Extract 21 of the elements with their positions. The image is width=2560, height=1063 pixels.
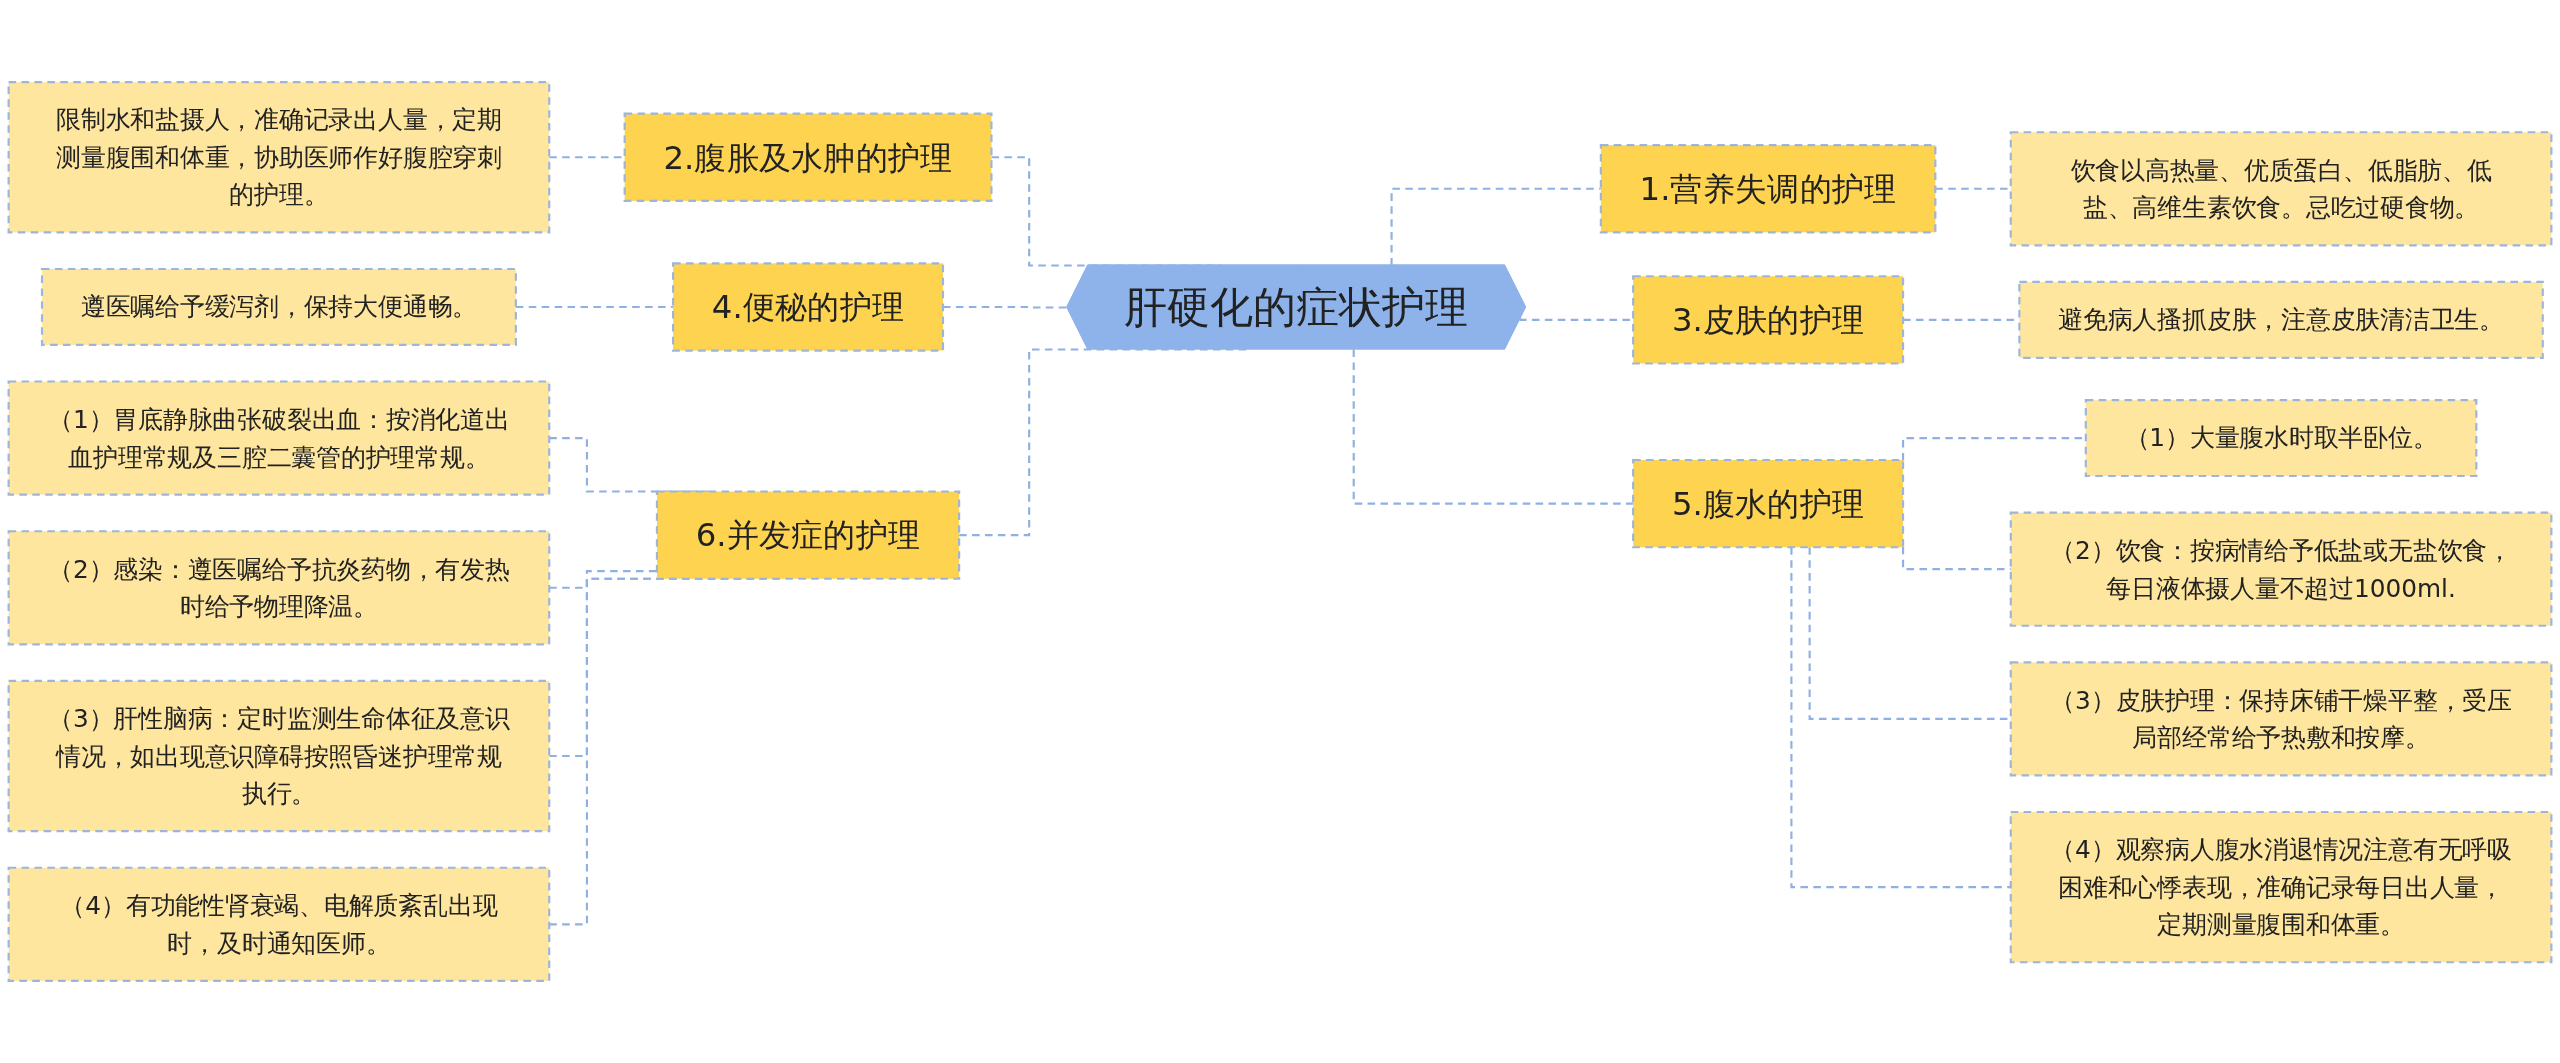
node-box: 3.皮肤的护理 [1632,275,1905,365]
node-box: 2.腹胀及水肿的护理 [623,112,993,202]
node-box: 1.营养失调的护理 [1599,144,1937,234]
node-box: 限制水和盐摄人，准确记录出人量，定期测量腹围和体重，协助医师作好腹腔穿刺的护理。 [7,81,551,234]
node-box: （3）皮肤护理：保持床铺干燥平整，受压局部经常给予热敷和按摩。 [2009,661,2553,777]
node-box: 避免病人搔抓皮肤，注意皮肤清洁卫生。 [2018,280,2544,359]
node-box: 4.便秘的护理 [672,262,945,352]
connector [1790,547,2011,889]
node-box: （2）饮食：按病情给予低盐或无盐饮食，每日液体摄人量不超过1000ml. [2009,511,2553,627]
node-box: （4）观察病人腹水消退情况注意有无呼吸困难和心悸表现，准确记录每日出人量，定期测量腹围和体重。 [2009,810,2553,964]
node-box: （4）有功能性肾衰竭、电解质紊乱出现时，及时通知医师。 [7,866,551,982]
node-box: （1）胃底静脉曲张破裂出血：按消化道出血护理常规及三腔二囊管的护理常规。 [7,380,551,496]
node-box: 饮食以高热量、优质蛋白、低脂肪、低盐、高维生素饮食。忌吃过硬食物。 [2009,131,2553,247]
node-box: （2）感染：遵医嘱给予抗炎药物，有发热时给予物理降温。 [7,530,551,646]
node-box: 5.腹水的护理 [1632,458,1905,549]
node-box: 遵医嘱给予缓泻剂，保持大便通畅。 [40,267,517,346]
node-box: （1）大量腹水时取半卧位。 [2084,399,2478,478]
connector [1808,547,2011,720]
node-box: （3）肝性脑病：定时监测生命体征及意识情况，如出现意识障碍按照昏迷护理常规执行。 [7,679,551,833]
connector [1352,349,1634,505]
node-box: 6.并发症的护理 [655,490,961,580]
